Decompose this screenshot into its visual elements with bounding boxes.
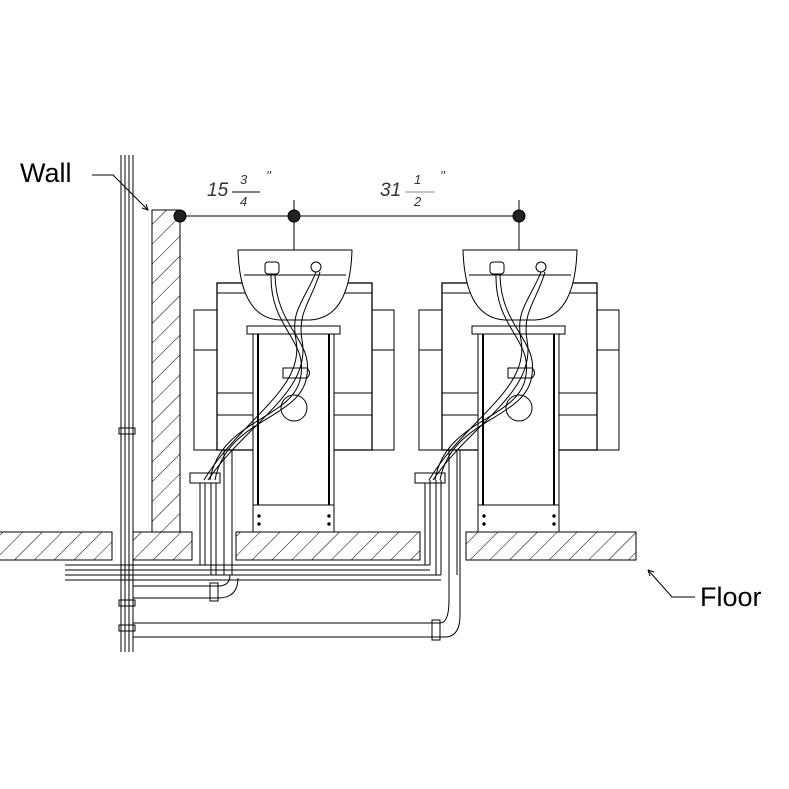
under-floor-pipes bbox=[65, 450, 461, 641]
wall-stack-pipe bbox=[118, 155, 136, 652]
dimension-denominator: 2 bbox=[414, 194, 422, 209]
dimension-denominator: 4 bbox=[240, 194, 248, 209]
dimension-whole: 15 bbox=[207, 180, 229, 201]
wall bbox=[151, 209, 181, 533]
dimension-unit: '' bbox=[440, 168, 445, 183]
wall-label: Wall bbox=[20, 158, 72, 188]
shampoo-unit-2 bbox=[414, 249, 620, 576]
dimension-line bbox=[173, 191, 526, 250]
dimension-unit: '' bbox=[266, 168, 271, 183]
dimension-numerator: 1 bbox=[414, 172, 422, 187]
dimension-numerator: 3 bbox=[240, 172, 248, 187]
leader-lines bbox=[92, 174, 695, 598]
floor-label: Floor bbox=[700, 582, 762, 612]
dimension-whole: 31 bbox=[380, 180, 402, 201]
floor-slab bbox=[0, 531, 637, 561]
shampoo-unit-1 bbox=[189, 249, 395, 576]
